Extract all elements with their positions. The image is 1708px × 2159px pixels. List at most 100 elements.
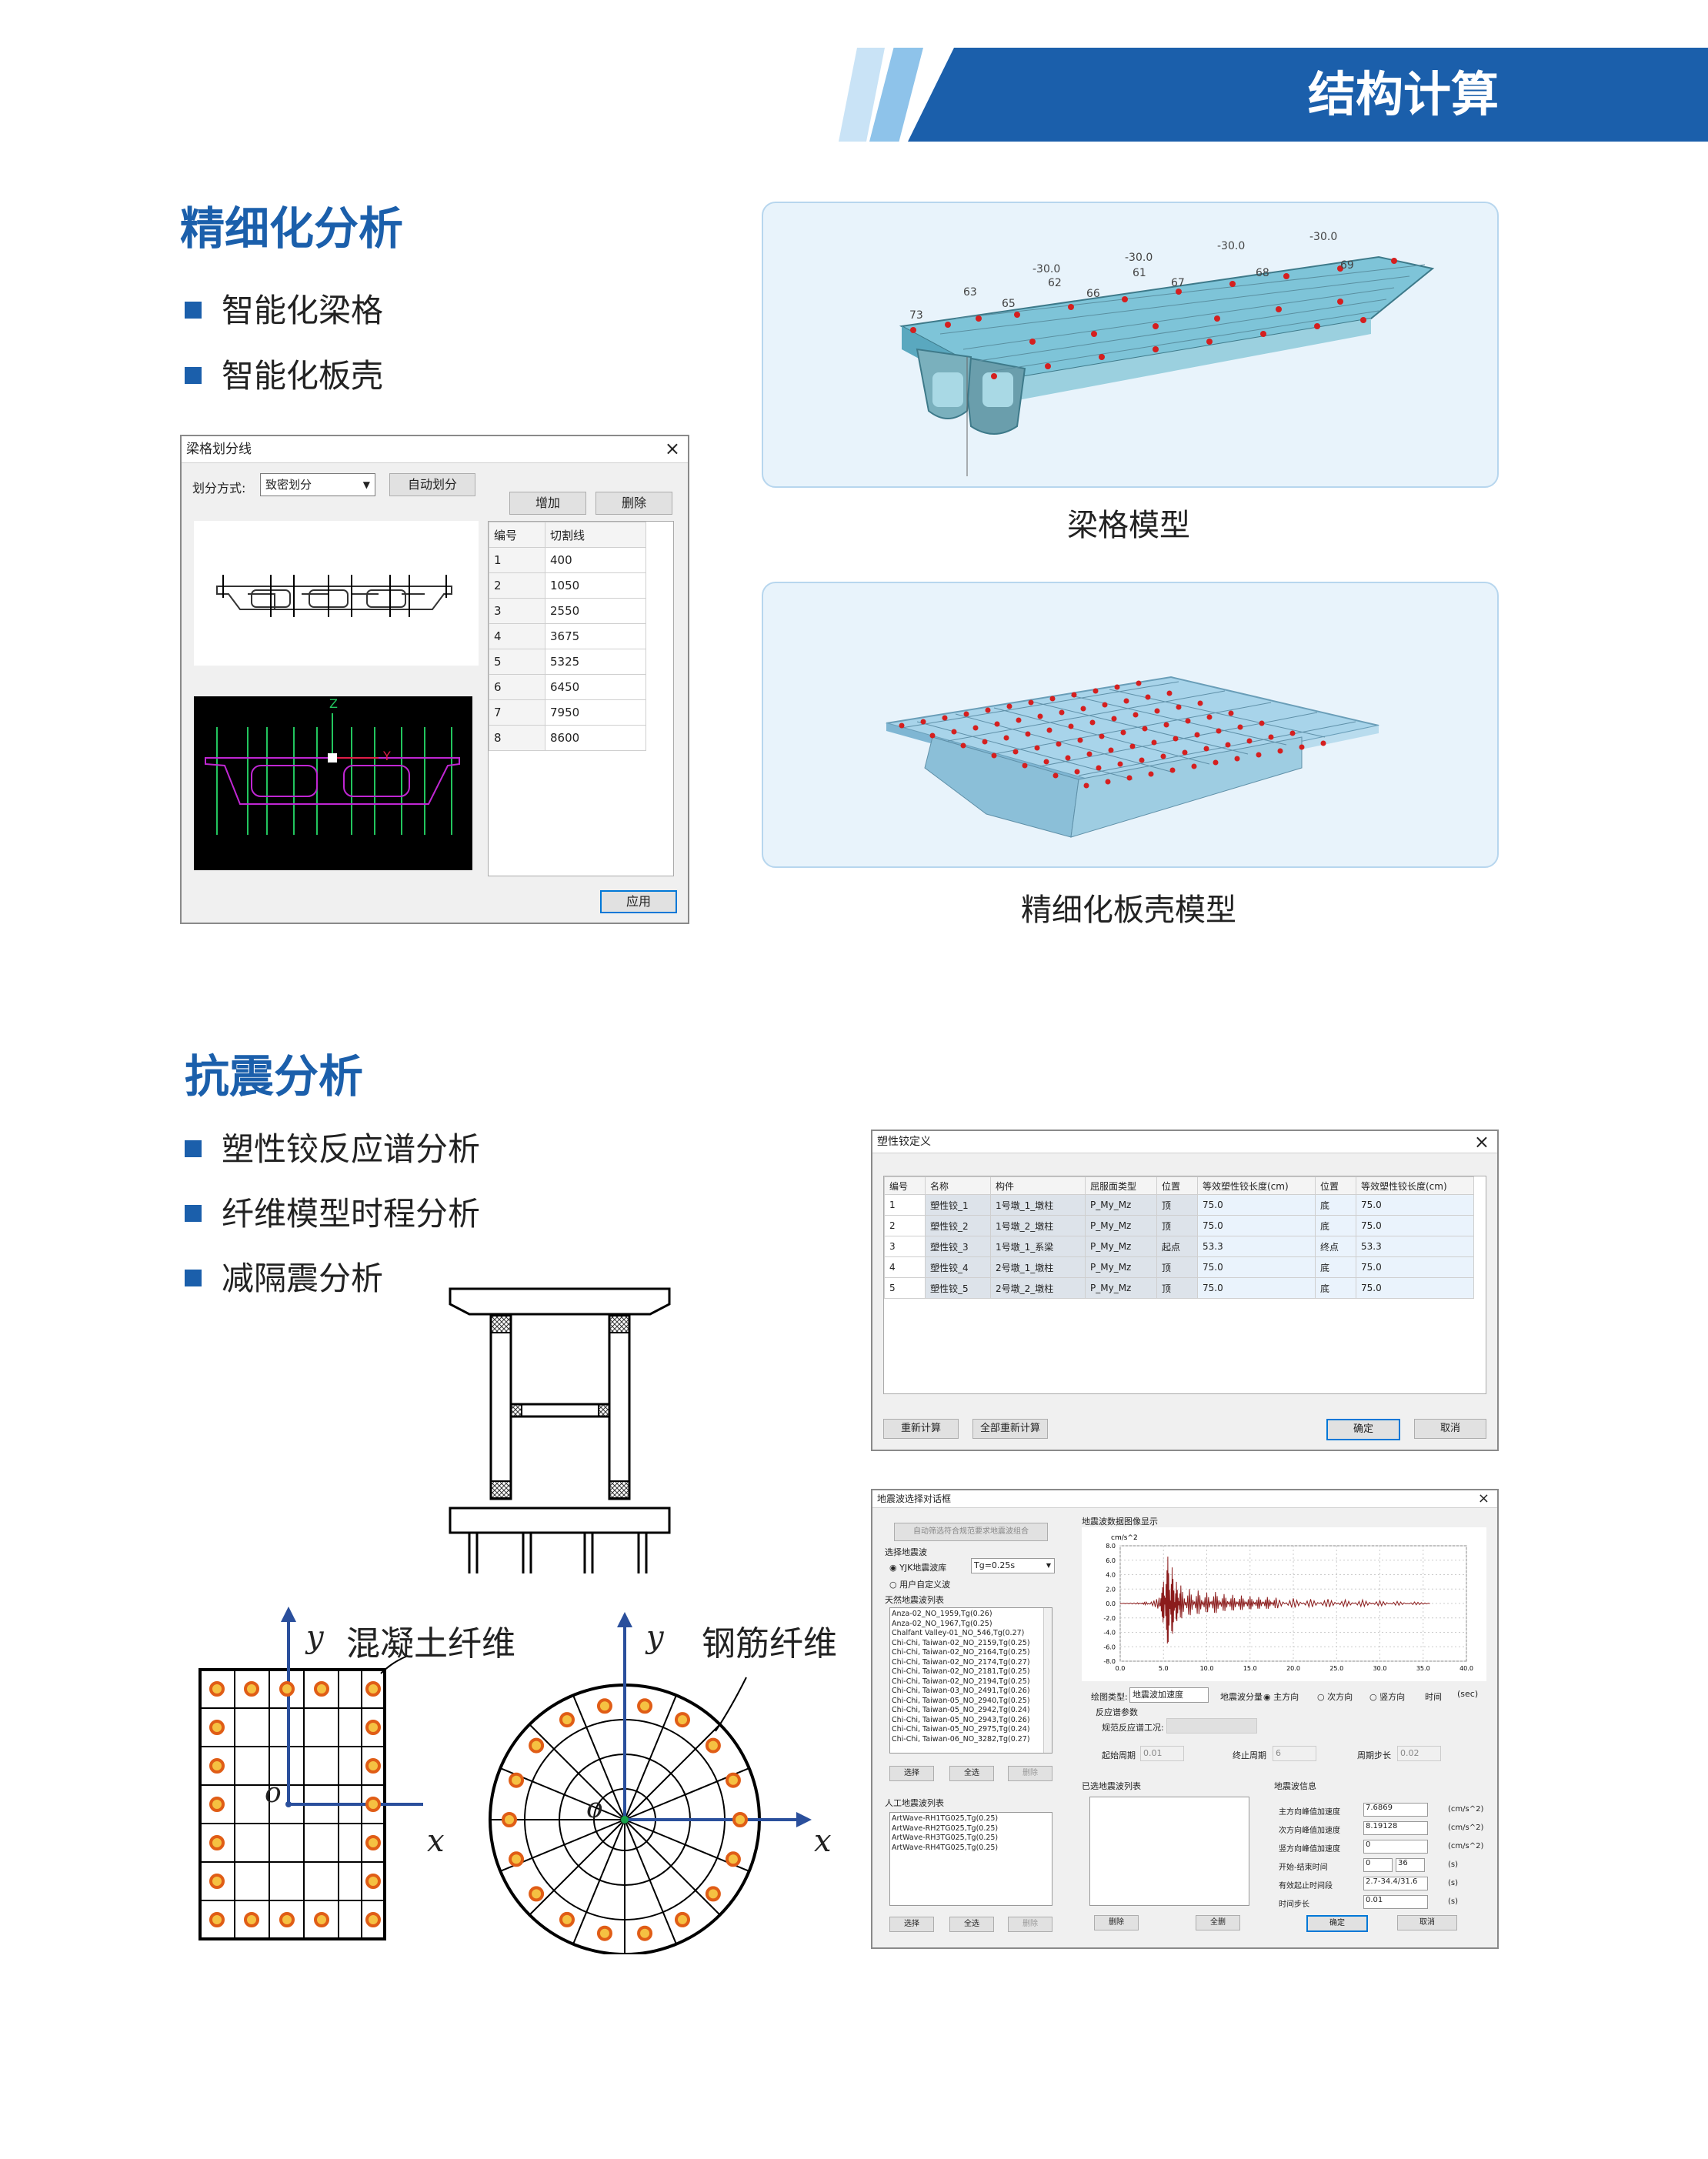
radio-main[interactable]: ◉ 主方向 — [1263, 1692, 1299, 1702]
artificial-select-button[interactable]: 选择 — [889, 1917, 934, 1932]
close-icon[interactable]: × — [1477, 1490, 1489, 1507]
list-item[interactable]: Chi-Chi, Taiwan-06_NO_3282,Tg(0.27) — [892, 1734, 1030, 1744]
cut-value-cell[interactable]: 2550 — [545, 598, 646, 624]
artificial-delete-button[interactable]: 删除 — [1008, 1917, 1052, 1932]
hinge-cell[interactable]: 53.3 — [1356, 1236, 1474, 1257]
list-item[interactable]: ArtWave-RH3TG025,Tg(0.25) — [892, 1834, 999, 1842]
hinge-ok-button[interactable]: 确定 — [1326, 1419, 1400, 1440]
list-item[interactable]: Chi-Chi, Taiwan-02_NO_2174,Tg(0.27) — [892, 1657, 1030, 1667]
natural-delete-button[interactable]: 删除 — [1008, 1766, 1052, 1781]
delete-button[interactable]: 删除 — [595, 492, 672, 515]
hinge-cell[interactable]: 75.0 — [1356, 1215, 1474, 1236]
recalc-all-button[interactable]: 全部重新计算 — [972, 1419, 1048, 1439]
recalc-button[interactable]: 重新计算 — [883, 1419, 959, 1439]
end-period-input[interactable]: 6 — [1273, 1746, 1316, 1761]
info-value[interactable]: 36 — [1396, 1858, 1425, 1872]
list-item[interactable]: ArtWave-RH2TG025,Tg(0.25) — [892, 1824, 999, 1833]
cut-value-cell[interactable]: 8600 — [545, 725, 646, 751]
radio-yjk[interactable]: ◉ YJK地震波库 — [889, 1563, 947, 1573]
cut-value-cell[interactable]: 400 — [545, 547, 646, 573]
cut-value-cell[interactable]: 5325 — [545, 649, 646, 675]
hinge-cell[interactable]: 底 — [1315, 1215, 1356, 1236]
hinge-cell[interactable]: 75.0 — [1356, 1256, 1474, 1278]
info-value[interactable]: 0 — [1363, 1840, 1428, 1854]
plot-type-select[interactable]: 地震波加速度 — [1129, 1687, 1209, 1703]
radio-vertical[interactable]: ○ 竖方向 — [1369, 1692, 1406, 1702]
list-item[interactable]: Chi-Chi, Taiwan-03_NO_2491,Tg(0.26) — [892, 1687, 1030, 1695]
selected-delete-button[interactable]: 删除 — [1094, 1915, 1139, 1930]
hinge-cell[interactable]: 75.0 — [1197, 1194, 1316, 1216]
info-value[interactable]: 0.01 — [1363, 1895, 1428, 1909]
artificial-wave-list[interactable]: ArtWave-RH1TG025,Tg(0.25)ArtWave-RH2TG02… — [889, 1812, 1052, 1906]
scrollbar[interactable] — [1043, 1608, 1052, 1753]
hinge-cancel-button[interactable]: 取消 — [1414, 1419, 1486, 1439]
info-value[interactable]: 7.6869 — [1363, 1803, 1428, 1817]
list-item[interactable]: Chi-Chi, Taiwan-05_NO_2942,Tg(0.24) — [892, 1706, 1030, 1714]
hinge-cell[interactable]: 53.3 — [1197, 1236, 1316, 1257]
close-icon[interactable]: × — [664, 438, 680, 459]
close-icon[interactable]: × — [1473, 1131, 1489, 1153]
spectrum-case-select[interactable] — [1166, 1718, 1257, 1734]
radio-secondary[interactable]: ○ 次方向 — [1317, 1692, 1353, 1702]
cut-value-cell[interactable]: 6450 — [545, 674, 646, 700]
list-item[interactable]: Chi-Chi, Taiwan-02_NO_2194,Tg(0.25) — [892, 1677, 1030, 1686]
apply-button[interactable]: 应用 — [600, 890, 677, 913]
cut-value-cell[interactable]: 1050 — [545, 572, 646, 599]
list-item[interactable]: Chi-Chi, Taiwan-02_NO_2164,Tg(0.25) — [892, 1648, 1030, 1657]
natural-all-button[interactable]: 全选 — [949, 1766, 994, 1781]
hinge-cell[interactable]: 75.0 — [1197, 1215, 1316, 1236]
hinge-cell[interactable]: 终点 — [1315, 1236, 1356, 1257]
cut-value-cell[interactable]: 3675 — [545, 623, 646, 649]
start-period-input[interactable]: 0.01 — [1140, 1746, 1184, 1761]
viewport-3d[interactable]: Z Y — [194, 696, 472, 870]
hinge-cell[interactable]: 75.0 — [1197, 1277, 1316, 1299]
natural-wave-list[interactable]: Anza-02_NO_1959,Tg(0.26)Anza-02_NO_1967,… — [889, 1607, 1052, 1754]
selected-wave-list[interactable] — [1089, 1797, 1249, 1906]
list-item[interactable]: Chi-Chi, Taiwan-02_NO_2181,Tg(0.25) — [892, 1667, 1030, 1676]
list-item[interactable]: Chi-Chi, Taiwan-02_NO_2159,Tg(0.25) — [892, 1638, 1030, 1647]
list-item[interactable]: Anza-02_NO_1967,Tg(0.25) — [892, 1619, 992, 1628]
auto-select-button[interactable]: 自动筛选符合规范要求地震波组合 — [894, 1523, 1048, 1541]
quake-cancel-button[interactable]: 取消 — [1397, 1915, 1457, 1930]
list-item[interactable]: Anza-02_NO_1959,Tg(0.26) — [892, 1610, 992, 1618]
add-button[interactable]: 增加 — [509, 492, 586, 515]
radio-user[interactable]: ○ 用户自定义波 — [889, 1580, 951, 1590]
mode-select[interactable]: 致密划分▼ — [260, 473, 375, 496]
list-item[interactable]: Chi-Chi, Taiwan-05_NO_2943,Tg(0.26) — [892, 1715, 1030, 1724]
hinge-cell[interactable]: 75.0 — [1356, 1277, 1474, 1299]
hinge-cell[interactable]: 底 — [1315, 1256, 1356, 1278]
natural-select-button[interactable]: 选择 — [889, 1766, 934, 1781]
quake-ok-button[interactable]: 确定 — [1306, 1915, 1368, 1932]
list-item[interactable]: ArtWave-RH1TG025,Tg(0.25) — [892, 1814, 999, 1823]
hinge-cell[interactable]: 75.0 — [1197, 1256, 1316, 1278]
selected-clear-button[interactable]: 全删 — [1196, 1915, 1240, 1930]
info-value[interactable]: 2.7-34.4/31.6 — [1363, 1877, 1428, 1890]
list-item[interactable]: Chi-Chi, Taiwan-05_NO_2940,Tg(0.25) — [892, 1696, 1030, 1705]
period-step-input[interactable]: 0.02 — [1397, 1746, 1441, 1761]
list-item[interactable]: ArtWave-RH4TG025,Tg(0.25) — [892, 1843, 999, 1852]
list-item[interactable]: Chi-Chi, Taiwan-05_NO_2975,Tg(0.24) — [892, 1725, 1030, 1734]
cut-value-cell[interactable]: 7950 — [545, 699, 646, 726]
hinge-cell[interactable]: 75.0 — [1356, 1194, 1474, 1216]
info-value[interactable]: 0 — [1363, 1858, 1393, 1872]
info-value[interactable]: 8.19128 — [1363, 1821, 1428, 1835]
tg-select[interactable]: Tg=0.25s▼ — [971, 1558, 1055, 1573]
hinge-cell[interactable]: 底 — [1315, 1194, 1356, 1216]
artificial-all-button[interactable]: 全选 — [949, 1917, 994, 1932]
hinge-cell[interactable]: 底 — [1315, 1277, 1356, 1299]
auto-divide-button[interactable]: 自动划分 — [389, 473, 475, 496]
list-item[interactable]: Chalfant Valley-01_NO_546,Tg(0.27) — [892, 1629, 1025, 1637]
